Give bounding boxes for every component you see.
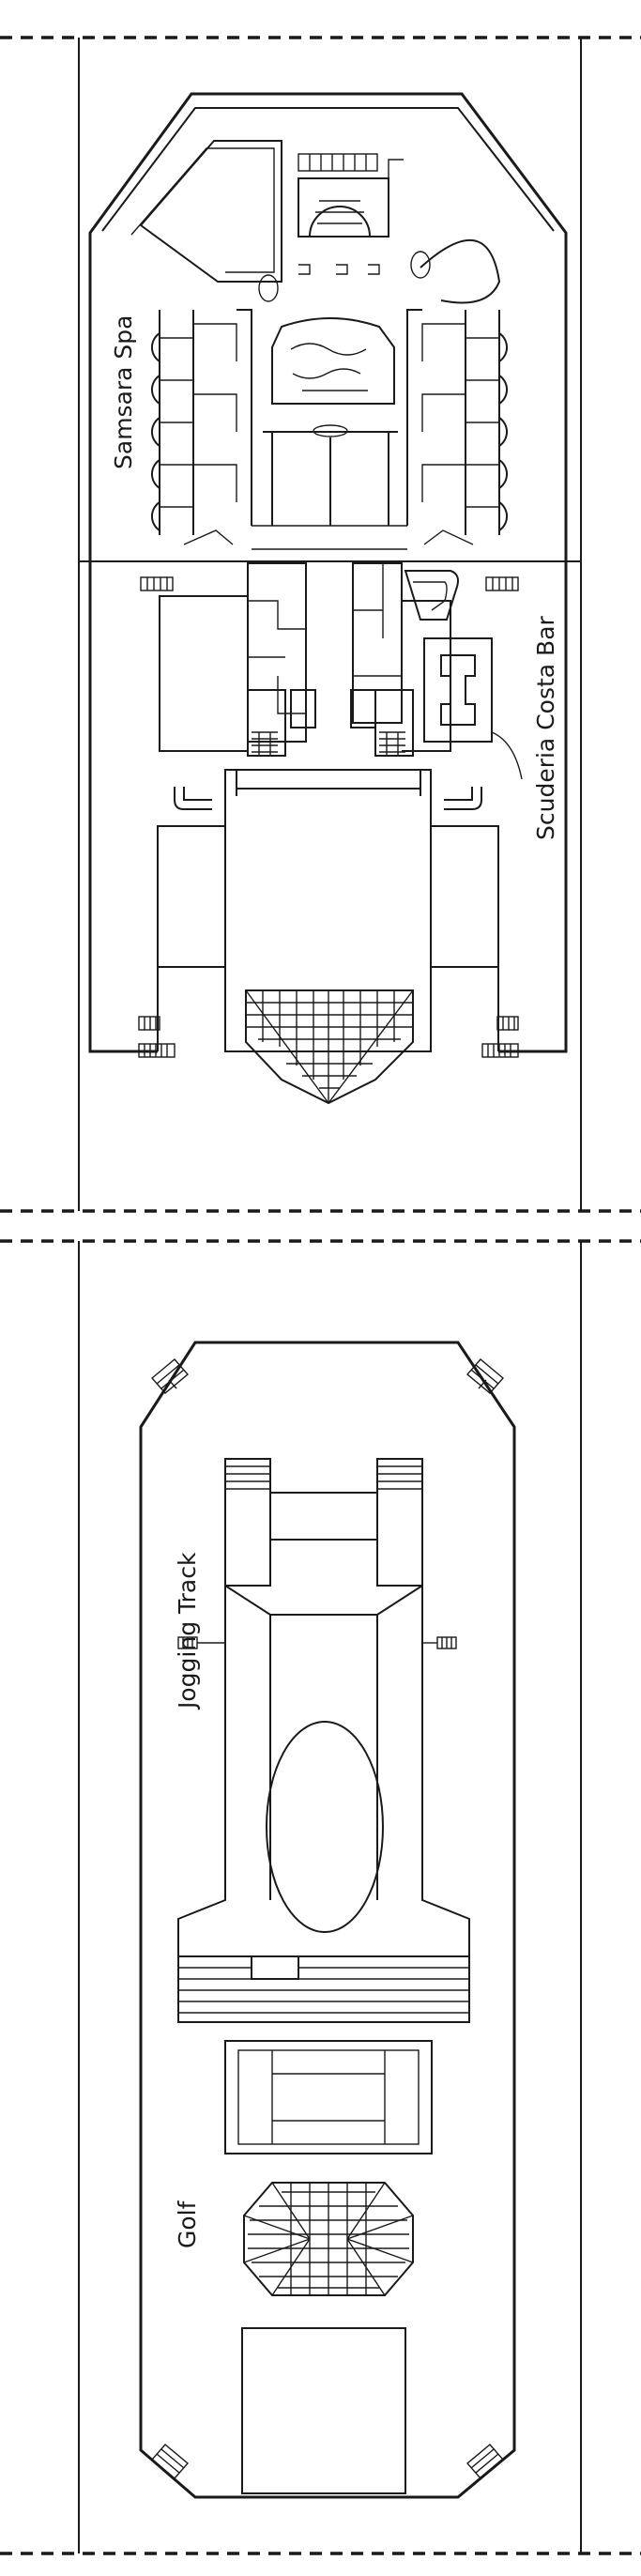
funnel-right bbox=[376, 1458, 423, 1587]
lounge-left bbox=[159, 595, 249, 752]
label-samsara-spa: Samsara Spa bbox=[110, 315, 137, 470]
hook-left bbox=[174, 787, 212, 810]
scuderia-costa-bar bbox=[423, 637, 493, 743]
spiral-stair bbox=[309, 206, 371, 238]
spa-cabins-left-dividers bbox=[160, 337, 193, 508]
bar-counter-small bbox=[404, 570, 459, 621]
deck-block-right bbox=[430, 825, 499, 968]
spa-locker-dividers bbox=[309, 154, 367, 171]
spa-door bbox=[388, 159, 404, 178]
service-block-left bbox=[247, 562, 307, 743]
glass-dome bbox=[245, 989, 414, 1105]
davit-right-top bbox=[485, 576, 519, 591]
davit-right-top-bars bbox=[492, 577, 513, 590]
spa-room-stair bbox=[298, 177, 389, 238]
service-block-right-rooms bbox=[353, 563, 402, 677]
spa-lockers bbox=[298, 153, 378, 172]
spa-relaxation-pools bbox=[290, 343, 368, 391]
deck-plan-upper: Samsara Spa Scuderia Costa Bar bbox=[0, 36, 641, 1213]
davit-left-top-bars bbox=[146, 577, 168, 590]
service-block-right bbox=[352, 562, 403, 724]
hull-outline-aft-right bbox=[498, 561, 568, 1053]
spa-central-rooms bbox=[263, 431, 398, 526]
hull-outline bbox=[139, 1341, 516, 2499]
spa-corridor-left bbox=[237, 309, 252, 526]
spa-cabins-left-bays bbox=[151, 332, 160, 531]
label-scuderia-costa-bar: Scuderia Costa Bar bbox=[532, 615, 559, 840]
deck-plan-sports: Jogging Track Golf bbox=[0, 1239, 641, 2555]
hull-outline-aft-left bbox=[88, 561, 158, 1053]
label-jogging-track: Jogging Track bbox=[174, 1552, 201, 1710]
spa-relaxation-area bbox=[271, 317, 395, 405]
spa-corridor-right bbox=[406, 309, 422, 526]
bar-counter bbox=[440, 654, 476, 726]
terrace-steps bbox=[177, 1955, 470, 2023]
deck-block-left bbox=[157, 825, 226, 968]
davits-aft bbox=[138, 1016, 519, 1058]
sports-structure-bevel bbox=[224, 1585, 423, 1616]
sports-structure-top bbox=[269, 1539, 378, 1586]
spiral-stair-steps bbox=[315, 200, 364, 224]
spa-room-corner-inner bbox=[130, 147, 275, 273]
funnel-left bbox=[224, 1458, 271, 1587]
spa-cabins-right-bays bbox=[498, 332, 508, 531]
spa-basin-left bbox=[258, 274, 279, 302]
spa-cabins-right-rooms bbox=[421, 323, 465, 502]
spa-cabins-right-dividers bbox=[465, 337, 499, 508]
spa-entrance-doors bbox=[183, 529, 474, 545]
spa-cabins-left-rooms bbox=[193, 323, 237, 502]
bar-counter-inner bbox=[413, 581, 448, 611]
sports-inner-walls bbox=[269, 1615, 378, 1900]
bollard-left-bars bbox=[182, 1637, 193, 1648]
bollard-right-bars bbox=[441, 1637, 452, 1648]
golf-green bbox=[224, 2040, 433, 2154]
hook-right bbox=[444, 787, 482, 810]
sports-court bbox=[266, 1721, 384, 1933]
spa-basin-right bbox=[410, 251, 431, 279]
sports-structure-sides bbox=[177, 1586, 470, 1956]
hull-outline-fore bbox=[88, 92, 568, 561]
golf-net bbox=[243, 2182, 414, 2296]
aft-deck-block bbox=[241, 2327, 406, 2494]
bar-label-leader bbox=[491, 731, 523, 780]
stairwell-right bbox=[350, 689, 414, 757]
spa-room-round bbox=[420, 238, 501, 304]
label-golf: Golf bbox=[174, 2200, 201, 2248]
spa-room-corner bbox=[139, 140, 282, 283]
davit-left-top bbox=[140, 576, 174, 591]
pool-edge-ends bbox=[236, 770, 421, 796]
inner-hull-line bbox=[101, 107, 555, 232]
corner-stairs bbox=[151, 1358, 504, 2479]
spa-sinks bbox=[298, 264, 380, 275]
service-block-left-rooms bbox=[248, 600, 306, 714]
